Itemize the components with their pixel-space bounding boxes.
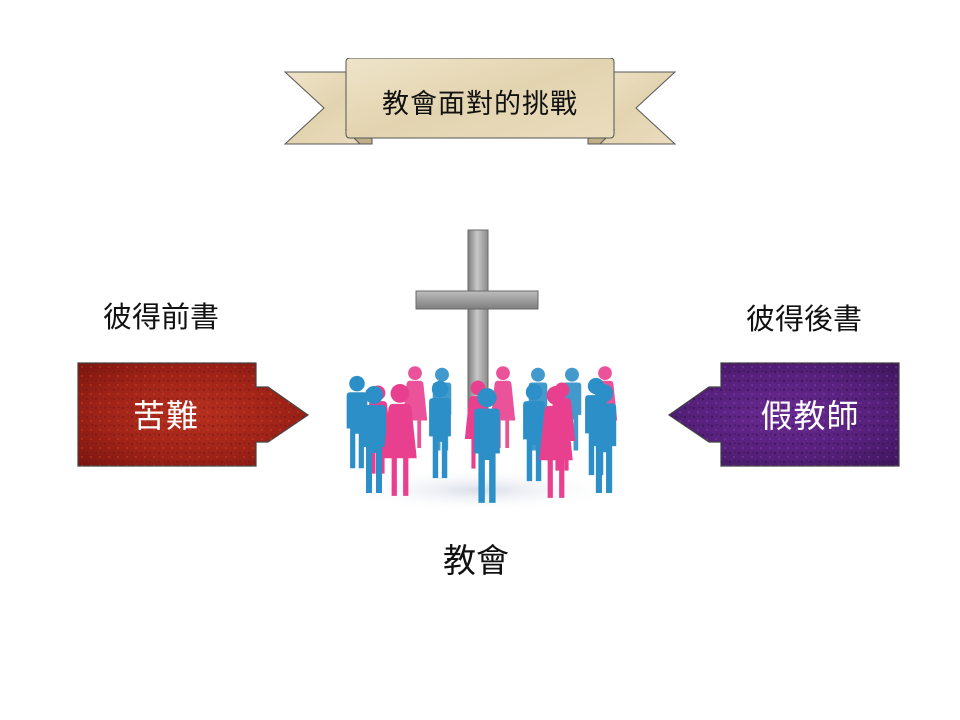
page-title: 教會面對的挑戰 (382, 88, 578, 120)
right-arrow-callout (667, 362, 900, 467)
cross-with-people-group-icon (340, 229, 620, 512)
right-book-label: 彼得後書 (746, 302, 863, 336)
banner-scroll-icon (283, 58, 677, 145)
church-label: 教會 (443, 541, 509, 580)
left-book-label: 彼得前書 (103, 300, 220, 334)
right-callout-text: 假教師 (760, 397, 860, 435)
left-callout-text: 苦難 (132, 397, 199, 435)
left-arrow-callout (77, 362, 310, 467)
